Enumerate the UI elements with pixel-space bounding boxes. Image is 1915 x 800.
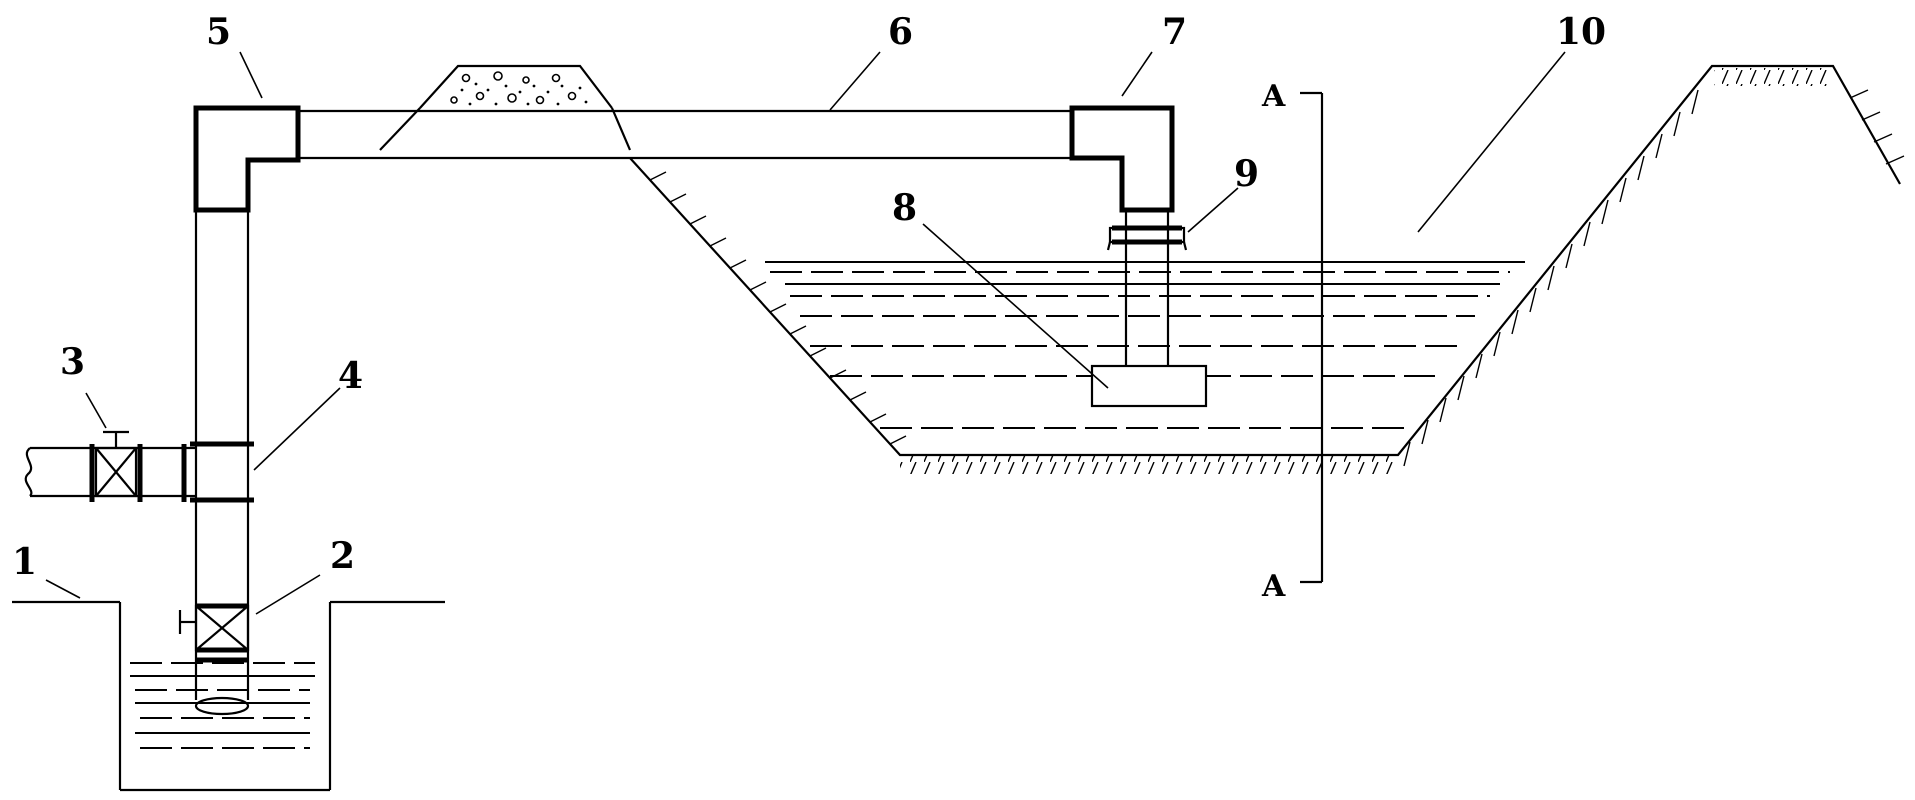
label-6: 6 [888, 11, 913, 53]
side-inlet-pipe [24, 430, 196, 502]
label-10: 10 [1556, 11, 1606, 53]
label-9: 9 [1234, 153, 1259, 195]
leader-lines [45, 51, 1566, 615]
label-1: 1 [12, 541, 37, 583]
section-label-bottom: A [1261, 569, 1286, 604]
label-4: 4 [338, 355, 363, 397]
well-water-lines [130, 662, 315, 749]
outlet-pipe [1090, 210, 1208, 408]
embankment [379, 64, 632, 151]
elbow-7 [1069, 105, 1175, 213]
elbow-5 [193, 105, 301, 213]
label-8: 8 [892, 187, 917, 229]
canal [629, 64, 1905, 474]
section-label-top: A [1261, 79, 1286, 114]
label-7: 7 [1162, 11, 1187, 53]
labels: 1 2 3 4 5 6 7 8 9 10 A A [12, 11, 1606, 604]
vertical-pipe [178, 210, 254, 716]
label-5: 5 [206, 11, 231, 53]
horizontal-pipe [298, 109, 1072, 160]
label-3: 3 [60, 341, 85, 383]
source-well [12, 600, 445, 792]
label-2: 2 [330, 535, 355, 577]
section-line-a-a [1300, 91, 1324, 584]
canal-water-lines [765, 261, 1525, 429]
